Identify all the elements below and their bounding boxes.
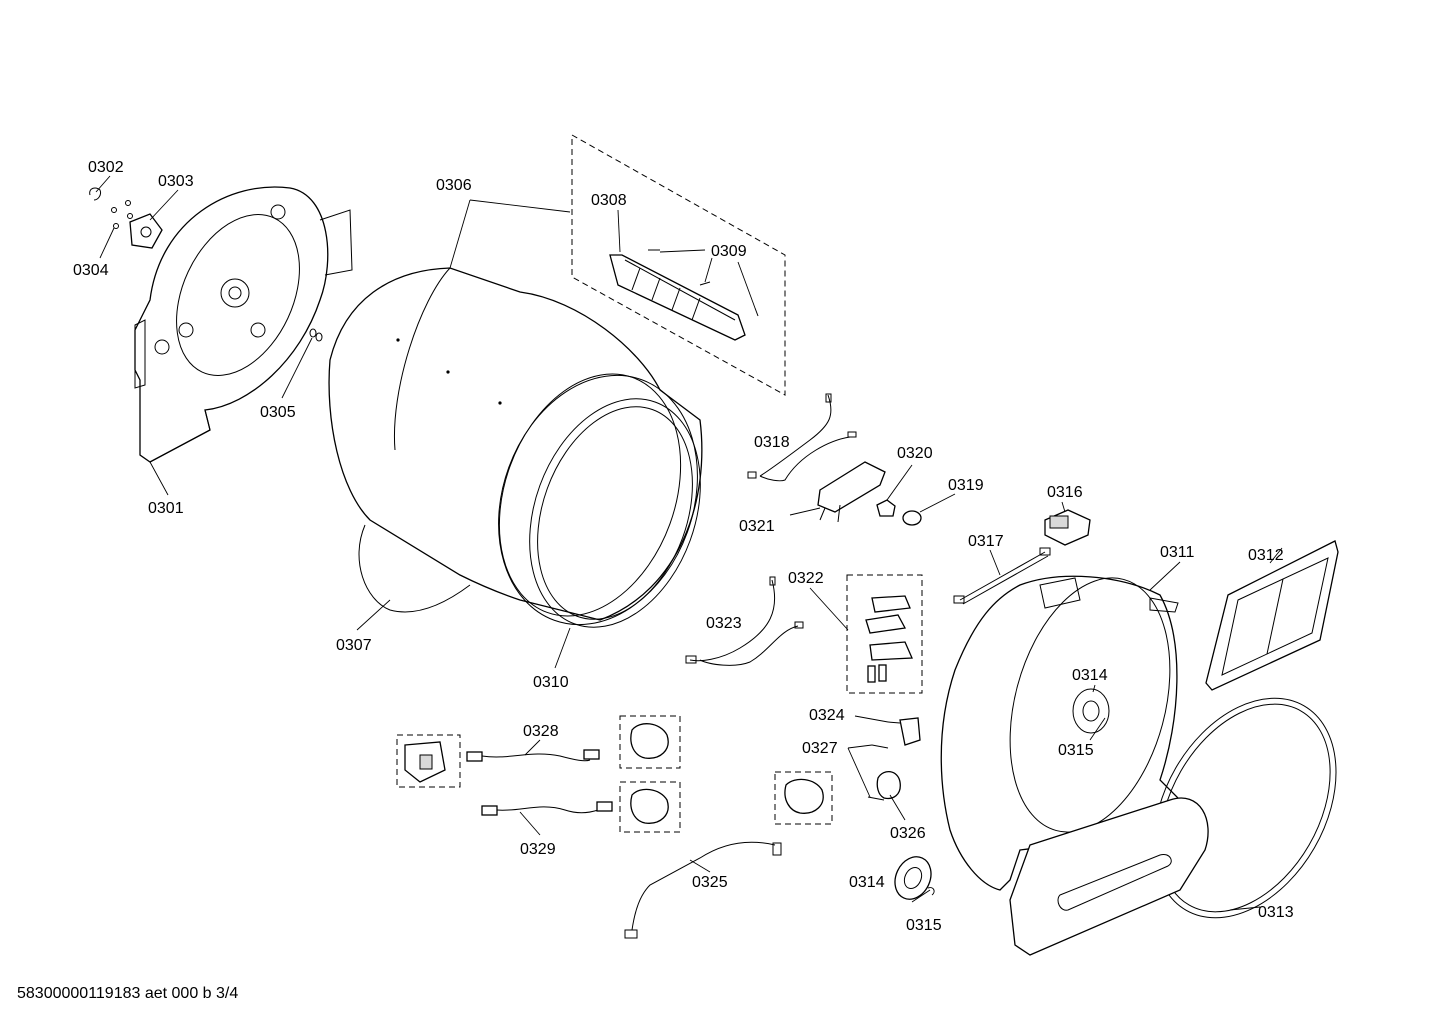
part-0308-lifter	[609, 254, 746, 341]
callout-0316: 0316	[1047, 484, 1083, 501]
dashed-frame-0328-left	[396, 734, 461, 788]
callout-0304: 0304	[73, 262, 109, 279]
callout-0314-upper: 0314	[1072, 667, 1108, 684]
part-0319-thermistor	[902, 510, 922, 526]
part-0316-module	[1044, 509, 1091, 546]
part-0329-wire	[481, 801, 613, 816]
part-housing-lower	[1009, 797, 1209, 956]
part-0307-seal	[358, 524, 471, 613]
callout-0324: 0324	[809, 707, 845, 724]
callout-0319: 0319	[948, 477, 984, 494]
part-0328-fan-motor	[630, 723, 669, 759]
callout-0301: 0301	[148, 500, 184, 517]
part-0309-screws	[648, 249, 759, 317]
dashed-frame-0328-right	[619, 715, 681, 769]
callout-0310: 0310	[533, 674, 569, 691]
callout-0307: 0307	[336, 637, 372, 654]
part-0317-harness	[953, 547, 1051, 605]
part-0302-clip	[89, 187, 101, 201]
callout-0325: 0325	[692, 874, 728, 891]
part-0326-motor	[876, 771, 901, 800]
part-0328-switch	[404, 741, 446, 783]
callout-0312: 0312	[1248, 547, 1284, 564]
part-0321-bracket	[817, 461, 886, 523]
callout-0302: 0302	[88, 159, 124, 176]
callout-0315-upper: 0315	[1058, 742, 1094, 759]
part-0301-rear-shield	[134, 186, 353, 463]
part-0304-screws	[111, 200, 133, 229]
callout-0303: 0303	[158, 173, 194, 190]
dashed-frame-0325	[774, 771, 833, 825]
part-0328-wire	[466, 749, 600, 762]
part-0318-cable	[747, 393, 857, 482]
callout-0306: 0306	[436, 177, 472, 194]
part-0312-filter	[1205, 540, 1339, 691]
callout-0320: 0320	[897, 445, 933, 462]
callout-0308: 0308	[591, 192, 627, 209]
callout-0322: 0322	[788, 570, 824, 587]
dashed-frame-lifter	[571, 134, 786, 396]
part-0314-pulley-lower	[894, 856, 932, 900]
callout-0329: 0329	[520, 841, 556, 858]
part-0315-clip-lower	[927, 887, 935, 896]
part-0327-screws	[867, 744, 889, 801]
callout-0309: 0309	[711, 243, 747, 260]
part-0310-ring-seal	[529, 398, 701, 628]
callout-0328: 0328	[523, 723, 559, 740]
part-0313-belt	[1153, 697, 1337, 919]
callout-0326: 0326	[890, 825, 926, 842]
callout-labels: 0302 0303 0304 0305 0301 0306 0307 0308 …	[73, 159, 1294, 934]
part-0325-motor	[784, 778, 824, 814]
callout-0318: 0318	[754, 434, 790, 451]
dashed-frame-0329	[619, 781, 681, 833]
part-0329-fan-motor	[630, 788, 669, 824]
part-0323-cable	[685, 576, 804, 666]
part-0306-drum	[328, 267, 703, 626]
callout-0321: 0321	[739, 518, 775, 535]
part-0320-sensor	[876, 499, 896, 517]
callout-0315-lower: 0315	[906, 917, 942, 934]
part-0325-harness	[624, 841, 782, 939]
callout-0311: 0311	[1160, 544, 1195, 561]
callout-0327: 0327	[802, 740, 838, 757]
callout-0305: 0305	[260, 404, 296, 421]
document-code: 58300000119183 aet 000 b 3/4	[17, 985, 238, 1002]
part-0303-bearing-plate	[129, 213, 163, 249]
part-0324-knob	[887, 717, 921, 746]
part-0305-ring	[309, 328, 323, 342]
callout-0314-lower: 0314	[849, 874, 885, 891]
leader-lines	[95, 175, 1283, 911]
callout-0323: 0323	[706, 615, 742, 632]
part-0322-connector-set	[865, 595, 913, 683]
callout-0317: 0317	[968, 533, 1004, 550]
callout-0313: 0313	[1258, 904, 1294, 921]
dashed-frame-0322	[846, 574, 923, 694]
